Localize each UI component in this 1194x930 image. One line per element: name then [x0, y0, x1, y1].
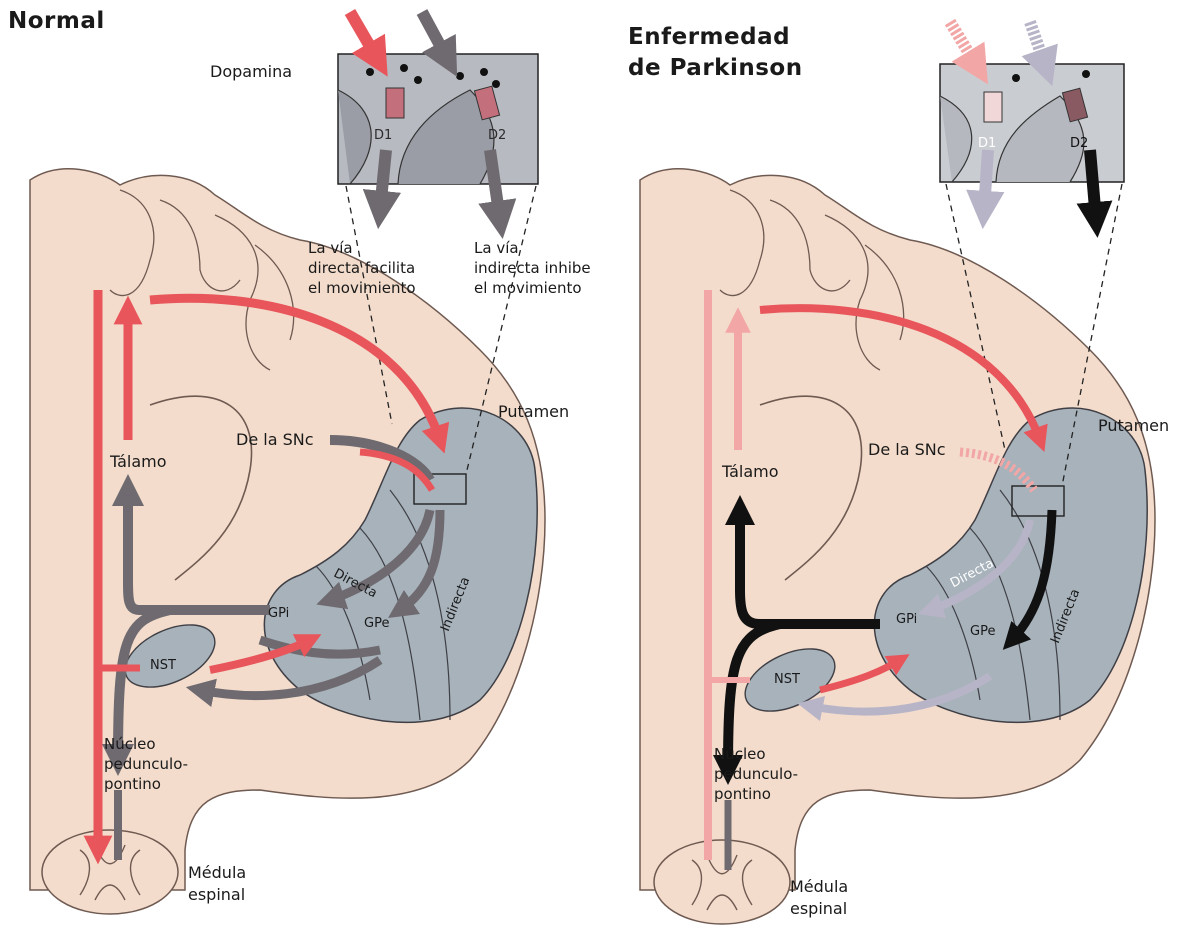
parkinson-gpi-label: GPi: [896, 612, 917, 627]
parkinson-nucleo-line-2: pedunculo-: [714, 764, 798, 784]
dopamina-label: Dopamina: [210, 62, 292, 81]
parkinson-title-line-1: Enfermedad: [628, 22, 803, 53]
normal-putamen-label: Putamen: [498, 402, 569, 421]
normal-medula-line-2: espinal: [188, 884, 246, 906]
parkinson-d1-label: D1: [978, 136, 996, 151]
parkinson-medula-line-2: espinal: [790, 898, 848, 920]
parkinson-nucleo-label: Núcleo pedunculo- pontino: [714, 744, 798, 804]
parkinson-spinal-cord: [654, 840, 790, 924]
normal-gpi-label: GPi: [268, 606, 289, 621]
via-directa-line-3: el movimiento: [308, 278, 416, 298]
normal-nucleo-line-3: pontino: [104, 774, 188, 794]
normal-medula-line-1: Médula: [188, 862, 246, 884]
normal-title: Normal: [8, 8, 105, 34]
parkinson-talamo-label: Tálamo: [722, 462, 779, 481]
parkinson-d2-label: D2: [1070, 136, 1088, 151]
normal-spinal-cord: [42, 830, 178, 914]
normal-nst-label: NST: [150, 658, 176, 673]
via-indirecta-caption: La vía indirecta inhibe el movimiento: [474, 238, 591, 298]
parkinson-title: Enfermedad de Parkinson: [628, 22, 803, 84]
normal-d2-label: D2: [488, 128, 506, 143]
parkinson-nst-label: NST: [774, 672, 800, 687]
via-indirecta-line-3: el movimiento: [474, 278, 591, 298]
normal-snc-label: De la SNc: [236, 430, 314, 449]
via-directa-caption: La vía directa facilita el movimiento: [308, 238, 416, 298]
parkinson-medula-line-1: Médula: [790, 876, 848, 898]
via-directa-line-1: La vía: [308, 238, 416, 258]
normal-medula-label: Médula espinal: [188, 862, 246, 906]
parkinson-title-line-2: de Parkinson: [628, 53, 803, 84]
via-indirecta-line-2: indirecta inhibe: [474, 258, 591, 278]
normal-d1-label: D1: [374, 128, 392, 143]
via-directa-line-2: directa facilita: [308, 258, 416, 278]
parkinson-nucleo-line-1: Núcleo: [714, 744, 798, 764]
parkinson-putamen-label: Putamen: [1098, 416, 1169, 435]
parkinson-medula-label: Médula espinal: [790, 876, 848, 920]
normal-nucleo-line-2: pedunculo-: [104, 754, 188, 774]
parkinson-gpe-label: GPe: [970, 624, 995, 639]
normal-talamo-label: Tálamo: [110, 452, 167, 471]
via-indirecta-line-1: La vía: [474, 238, 591, 258]
parkinson-nucleo-line-3: pontino: [714, 784, 798, 804]
normal-gpe-label: GPe: [364, 616, 389, 631]
parkinson-snc-label: De la SNc: [868, 440, 946, 459]
normal-nucleo-line-1: Núcleo: [104, 734, 188, 754]
normal-nucleo-label: Núcleo pedunculo- pontino: [104, 734, 188, 794]
